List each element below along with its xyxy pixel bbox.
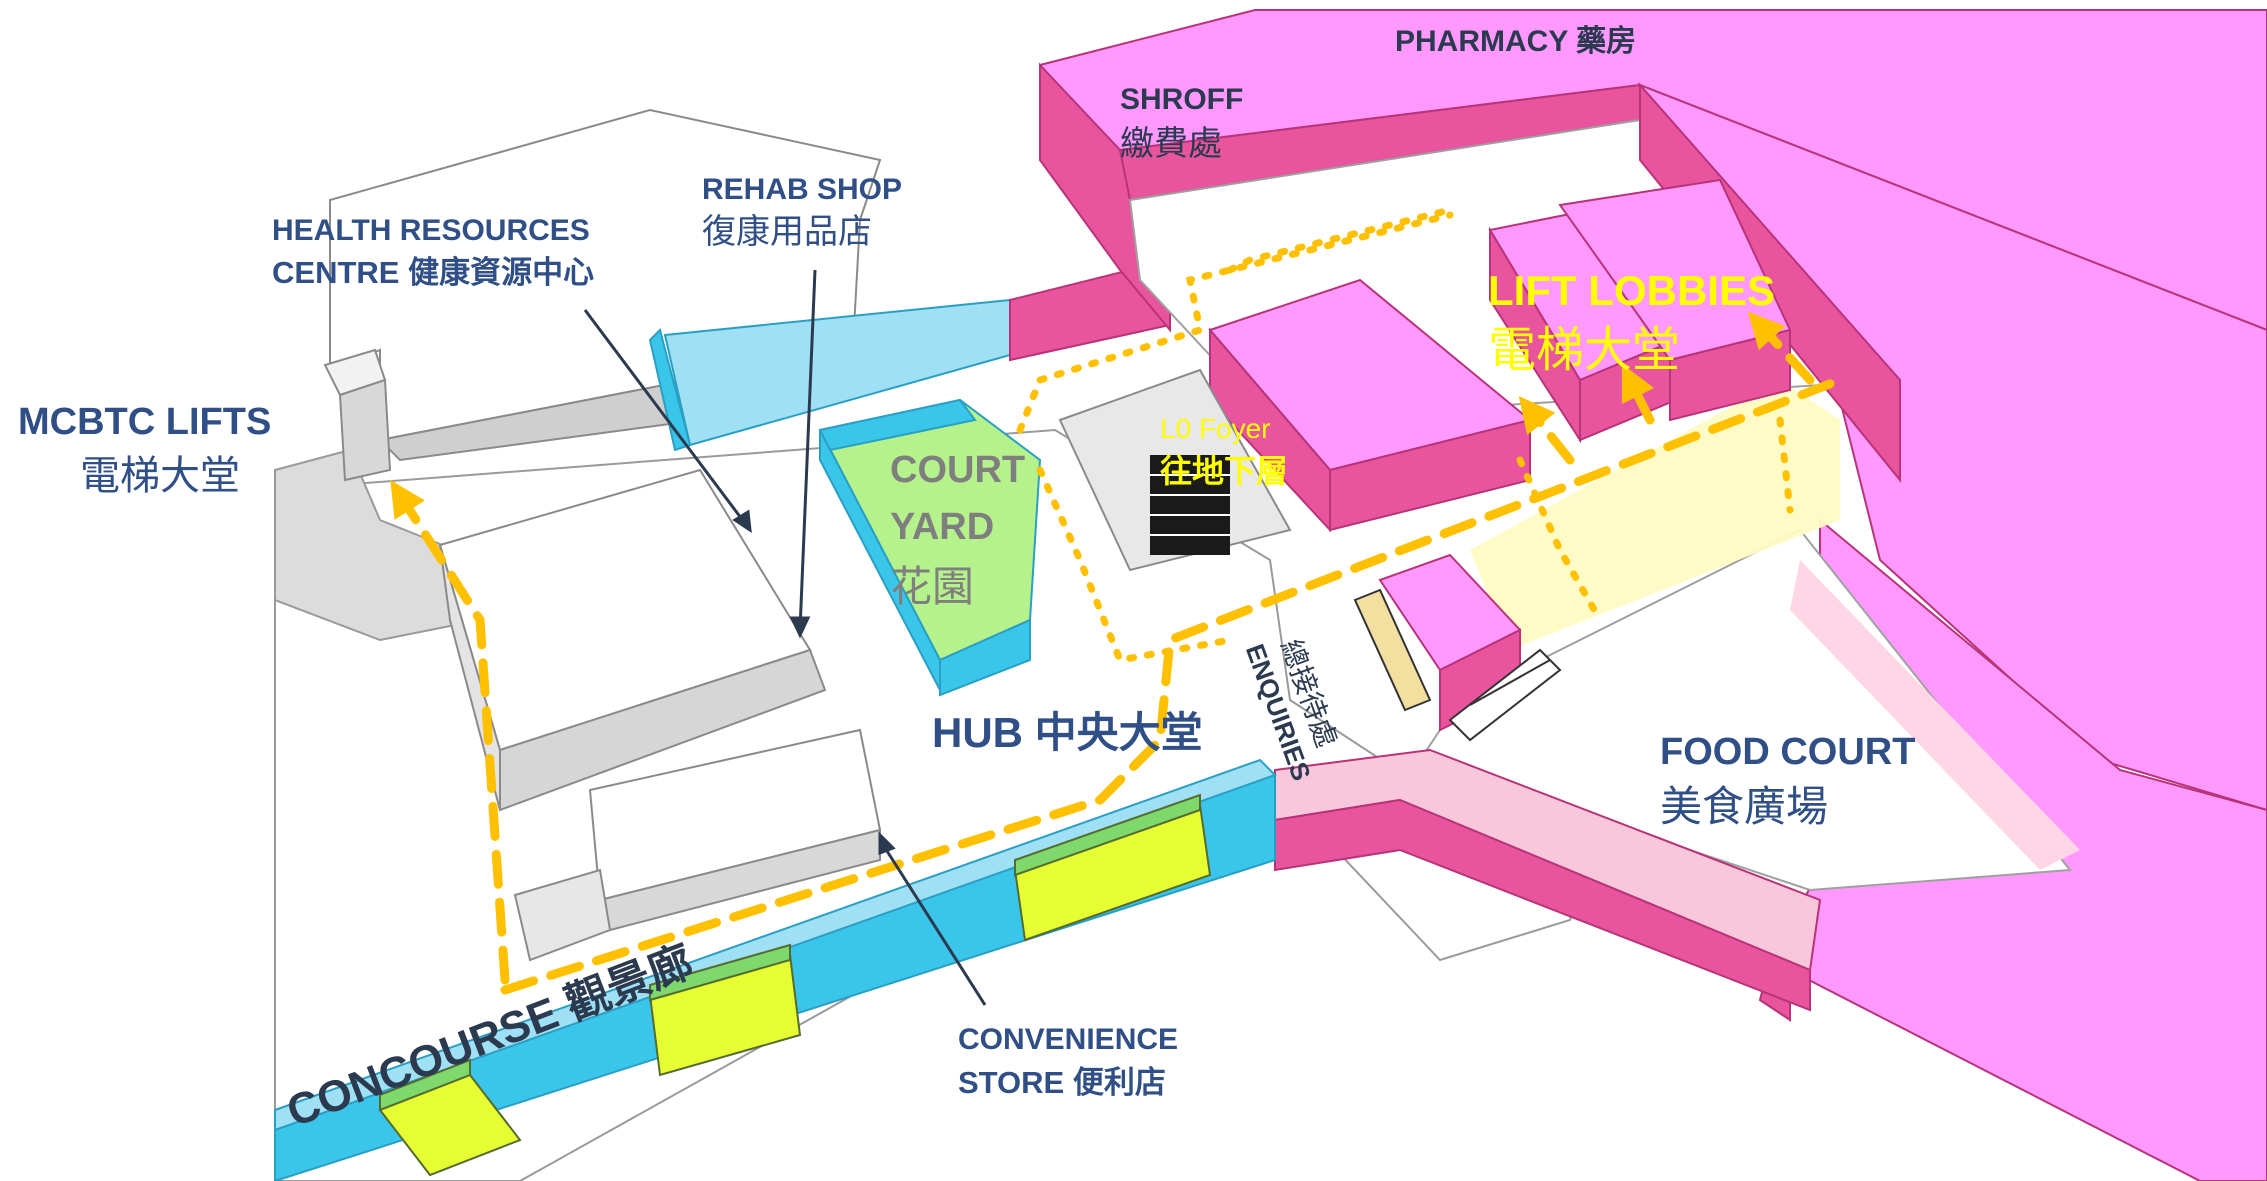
- shroff-label-zh: 繳費處: [1120, 125, 1222, 163]
- lift-lobby-corridor: [1470, 380, 1840, 650]
- route-lift-arrow-1: [1518, 395, 1575, 465]
- courtyard-label-2: YARD: [890, 506, 995, 548]
- courtyard-edge-bottom: [939, 618, 1031, 697]
- foyer-label-en: L0 Foyer: [1160, 413, 1271, 444]
- food-court-pink-band-side: [1274, 798, 1811, 1012]
- foyer-escalator: [1150, 455, 1230, 555]
- route-lobby-dotted-2: [1776, 416, 1794, 514]
- route-lobby-dotted: [1516, 456, 1604, 624]
- walking-route: [390, 206, 1845, 995]
- enquiries-counter: [1353, 588, 1432, 712]
- health-centre-label-en: HEALTH RESOURCES: [272, 214, 590, 247]
- courtyard-edge-top: [818, 398, 977, 452]
- route-main-dashed: [500, 375, 1845, 995]
- convenience-store-label-zh: STORE 便利店: [958, 1065, 1166, 1100]
- lower-block-step: [513, 868, 612, 962]
- route-lift-arrow-3: [1747, 311, 1815, 385]
- shroff-label-en: SHROFF: [1120, 83, 1244, 116]
- mcbtc-lifts-label-en: MCBTC LIFTS: [18, 401, 272, 443]
- pharmacy-label: PHARMACY 藥房: [1395, 25, 1637, 58]
- food-court-stairs: [1448, 648, 1562, 742]
- rehab-shop-label-en: REHAB SHOP: [702, 173, 903, 206]
- lift-block-1-front: [1209, 327, 1331, 533]
- route-upper-dotted-2: [1226, 206, 1454, 274]
- food-court-label-en: FOOD COURT: [1660, 731, 1916, 773]
- escalator-steps: [1150, 474, 1230, 536]
- route-lift-arrow-2: [1621, 363, 1655, 425]
- convenience-store-label-en: CONVENIENCE: [958, 1023, 1179, 1056]
- foyer-label-zh: 往地下層: [1160, 453, 1289, 489]
- lift-block-2-front: [1489, 226, 1581, 444]
- rehab-shop-label-zh: 復康用品店: [702, 213, 872, 251]
- food-court-shade: [1790, 560, 2080, 870]
- courtyard-label-3: 花園: [890, 563, 975, 610]
- bench-1: [378, 1058, 522, 1177]
- lift-lobbies-label-en: LIFT LOBBIES: [1488, 267, 1775, 314]
- left-tower-side: [338, 378, 392, 482]
- bench-3: [1013, 793, 1212, 942]
- leader-lines: [583, 269, 987, 1006]
- route-left-dashed: [390, 479, 510, 985]
- courtyard-label-1: COURT: [890, 449, 1026, 491]
- bench-2: [648, 943, 802, 1077]
- food-court-label-zh: 美食廣場: [1660, 783, 1829, 830]
- lift-lobbies-label-zh: 電梯大堂: [1488, 324, 1681, 377]
- health-centre-label-zh: CENTRE 健康資源中心: [272, 255, 595, 290]
- hub-label: HUB 中央大堂: [932, 709, 1203, 756]
- upper-cyan-strip-edge: [648, 328, 692, 452]
- mcbtc-lifts-label-zh: 電梯大堂: [80, 454, 240, 498]
